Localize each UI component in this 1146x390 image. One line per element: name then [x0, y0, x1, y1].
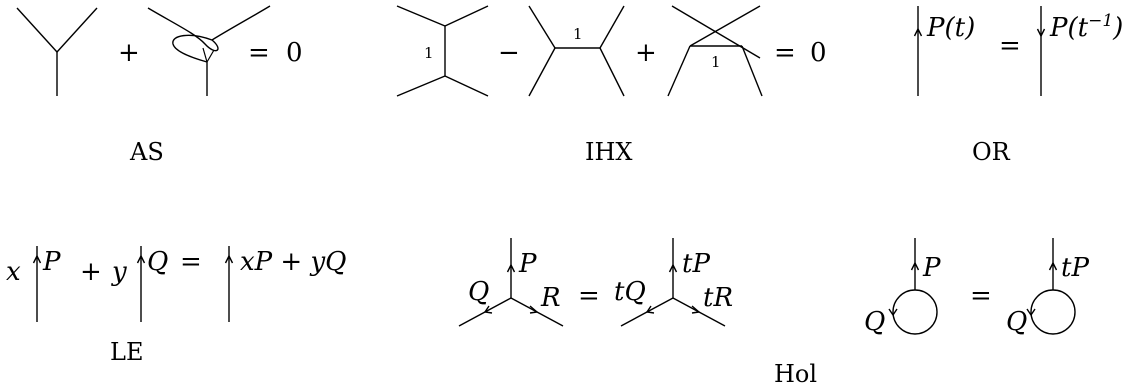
- le-caption: LE: [110, 338, 143, 366]
- hol-vertex-lhs: [458, 238, 564, 327]
- ihx-x-graph: [667, 5, 763, 97]
- hol-loop-lhs-top: P: [922, 253, 941, 283]
- hol-vertex-lhs-top: P: [518, 249, 537, 279]
- hol-vertex-rhs-right: tR: [703, 283, 733, 313]
- or-rhs-label: P(t−1): [1049, 11, 1123, 43]
- le-coef-x: x: [6, 257, 21, 287]
- le-equals: =: [180, 247, 202, 277]
- ihx-h-graph: [528, 5, 625, 97]
- hol-loop-lhs: [888, 238, 938, 335]
- or-rhs-arrow: [1036, 28, 1046, 38]
- as-relation: [16, 5, 271, 96]
- as-twisted-graph: [147, 5, 271, 96]
- hol-vertex-rhs-left: tQ: [614, 277, 646, 307]
- or-rhs-label-base: P(t: [1049, 13, 1089, 43]
- as-zero: 0: [286, 38, 303, 68]
- hol-caption: Hol: [774, 360, 817, 388]
- hol-loop-rhs-top: tP: [1061, 253, 1089, 283]
- ihx-caption: IHX: [585, 138, 633, 166]
- hol-vertex-lhs-left: Q: [468, 277, 489, 307]
- ihx-relation: [396, 5, 763, 97]
- le-coef-y: y: [111, 257, 127, 287]
- ihx-i-label: 1: [424, 44, 434, 62]
- or-rhs-label-sup: −1: [1088, 11, 1113, 31]
- hol-loop-lhs-left: Q: [864, 307, 885, 337]
- as-equals: =: [248, 38, 270, 68]
- hol-loop-relation: [888, 238, 1076, 335]
- hol-vertex-rhs: [620, 238, 726, 327]
- as-y-graph: [16, 7, 98, 96]
- ihx-h-label: 1: [573, 25, 583, 43]
- or-rhs-label-close: ): [1112, 13, 1123, 43]
- or-lhs-arrow: [913, 27, 923, 37]
- or-relation: [913, 6, 1046, 96]
- hol-loop-rhs-left: Q: [1006, 307, 1027, 337]
- hol-vertex-lhs-right: R: [540, 283, 561, 313]
- ihx-plus: +: [635, 38, 657, 68]
- ihx-x-label: 1: [711, 53, 721, 71]
- hol-loop-rhs: [1026, 238, 1076, 335]
- hol-equals-vertex: =: [578, 281, 600, 311]
- hol-vertex-relation: [458, 238, 726, 327]
- hol-vertex-rhs-top: tP: [682, 249, 710, 279]
- le-label-p: P: [42, 247, 61, 277]
- le-label-q: Q: [147, 247, 168, 277]
- le-rhs-label: xP + yQ: [240, 247, 346, 277]
- le-plus: +: [80, 257, 102, 287]
- ihx-equals: =: [774, 38, 796, 68]
- ihx-zero: 0: [810, 38, 827, 68]
- or-equals: =: [999, 31, 1021, 61]
- or-caption: OR: [972, 138, 1011, 166]
- le-relation: [32, 246, 234, 322]
- as-caption: AS: [129, 138, 164, 166]
- or-lhs-label: P(t): [926, 13, 975, 43]
- as-plus: +: [118, 38, 140, 68]
- hol-equals-loop: =: [970, 281, 992, 311]
- ihx-i-graph: [396, 5, 489, 97]
- ihx-minus: −: [498, 38, 520, 68]
